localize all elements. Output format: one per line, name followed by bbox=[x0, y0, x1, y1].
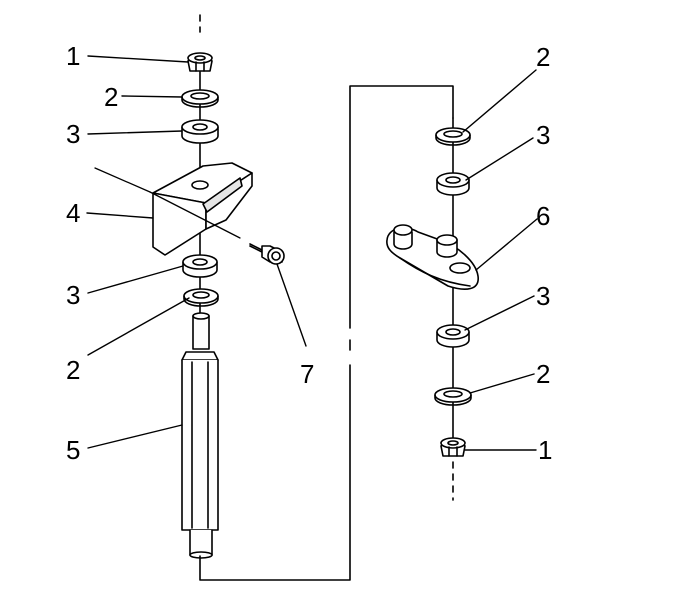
callout-3-right-bushing-top: 3 bbox=[536, 120, 551, 150]
callout-1-right-nut: 1 bbox=[538, 435, 553, 465]
callout-1-left-nut: 1 bbox=[66, 41, 81, 71]
shaft bbox=[181, 312, 219, 559]
callout-2-right-washer-top: 2 bbox=[536, 42, 551, 72]
callout-6-lever-arm: 6 bbox=[536, 201, 551, 231]
right-washer-top bbox=[435, 127, 471, 146]
bracket bbox=[94, 162, 253, 256]
callout-3-right-bushing-bottom: 3 bbox=[536, 281, 551, 311]
left-washer-top bbox=[181, 89, 219, 108]
left-washer-bottom bbox=[183, 288, 219, 307]
callout-2-left-washer-top: 2 bbox=[104, 82, 119, 112]
callout-7-bolt: 7 bbox=[300, 359, 315, 389]
callout-2-left-washer-bottom: 2 bbox=[66, 355, 81, 385]
right-washer-bottom bbox=[434, 387, 472, 406]
right-nut bbox=[440, 437, 466, 457]
left-bushing-bottom bbox=[182, 254, 218, 278]
left-nut bbox=[187, 52, 213, 72]
linkage-connector bbox=[199, 85, 454, 581]
left-bushing-top bbox=[181, 119, 219, 144]
callout-4-bracket: 4 bbox=[66, 198, 81, 228]
callout-5-shaft: 5 bbox=[66, 435, 81, 465]
bolt bbox=[249, 243, 285, 265]
callout-2-right-washer-bottom: 2 bbox=[536, 359, 551, 389]
right-bushing-top bbox=[436, 172, 470, 196]
leader-lines bbox=[86, 55, 538, 451]
callout-3-left-bushing-bottom: 3 bbox=[66, 280, 81, 310]
callout-3-left-bushing-top: 3 bbox=[66, 119, 81, 149]
right-bushing-bottom bbox=[436, 324, 470, 348]
lever-arm bbox=[386, 224, 479, 290]
